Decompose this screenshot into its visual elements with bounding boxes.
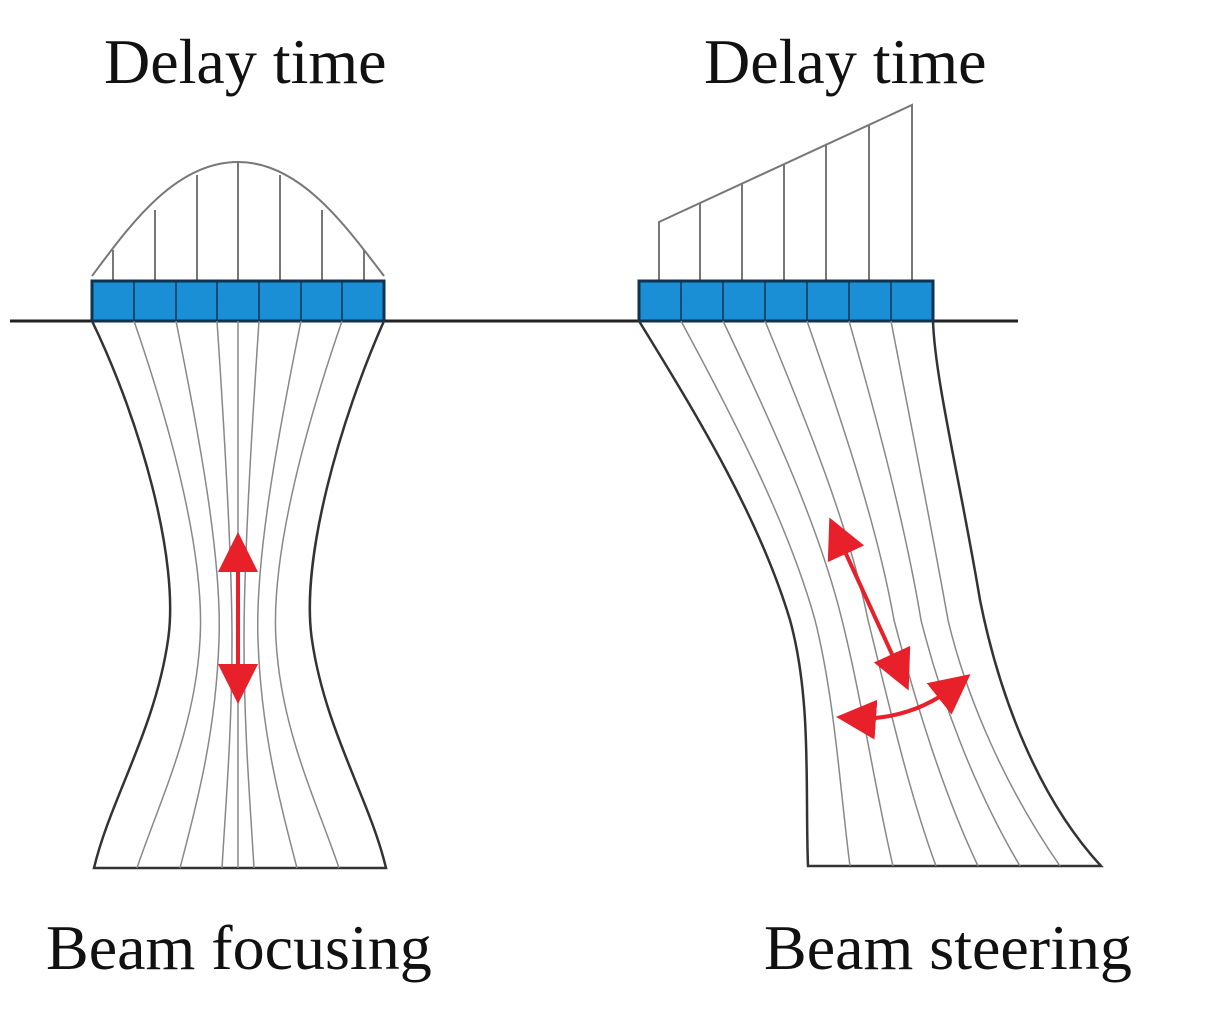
- transducer-array-right: [637, 279, 935, 323]
- beam-ray: [848, 320, 1021, 867]
- delay-time-label-right: Delay time: [704, 26, 987, 97]
- delay-ramp-steering: [658, 103, 913, 281]
- delay-bars-focusing: [112, 162, 365, 281]
- beam-ray: [243, 320, 260, 869]
- beam-ray: [256, 320, 302, 869]
- array-body: [90, 279, 386, 323]
- delay-profile-focusing: [91, 160, 385, 281]
- array-body: [637, 279, 935, 323]
- beam-outline-right: [637, 320, 1104, 868]
- beam-outline-left: [90, 320, 388, 870]
- beam-ray: [890, 320, 1061, 867]
- beam-focusing-label: Beam focusing: [46, 912, 432, 983]
- steer-depth-arrow: [827, 517, 911, 691]
- focused-beam: [90, 320, 388, 870]
- delay-time-label-left: Delay time: [104, 26, 387, 97]
- beam-ray: [216, 320, 233, 869]
- beam-ray: [806, 320, 979, 867]
- transducer-array-left: [90, 279, 386, 323]
- beam-ray: [175, 320, 221, 869]
- beam-steering-label: Beam steering: [764, 912, 1132, 983]
- beam-ray: [764, 320, 937, 867]
- delay-profile-steering: [658, 103, 913, 281]
- steer-angle-arrow: [836, 674, 971, 740]
- steered-beam: [637, 320, 1104, 868]
- beam-ray: [274, 320, 343, 869]
- beam-ray: [133, 320, 202, 869]
- beam-ray: [680, 320, 851, 867]
